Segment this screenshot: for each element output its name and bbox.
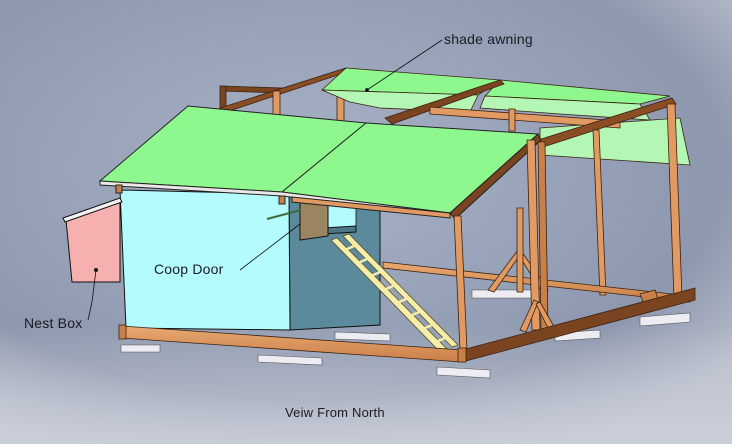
base-beams — [118, 287, 696, 363]
label-nest-box: Nest Box — [24, 315, 83, 331]
leader-lines — [87, 39, 443, 321]
back-frame — [219, 67, 691, 299]
coop-body — [119, 189, 381, 331]
diagram-caption: Veiw From North — [285, 405, 385, 420]
label-coop-door: Coop Door — [154, 261, 224, 277]
ladder — [330, 233, 459, 353]
concrete-footings — [120, 289, 691, 379]
coop-front-wall — [119, 189, 291, 331]
coop-roof — [98, 105, 542, 220]
nest-box — [62, 197, 123, 283]
run-posts — [453, 139, 557, 351]
label-shade-awning: shade awning — [444, 31, 533, 47]
